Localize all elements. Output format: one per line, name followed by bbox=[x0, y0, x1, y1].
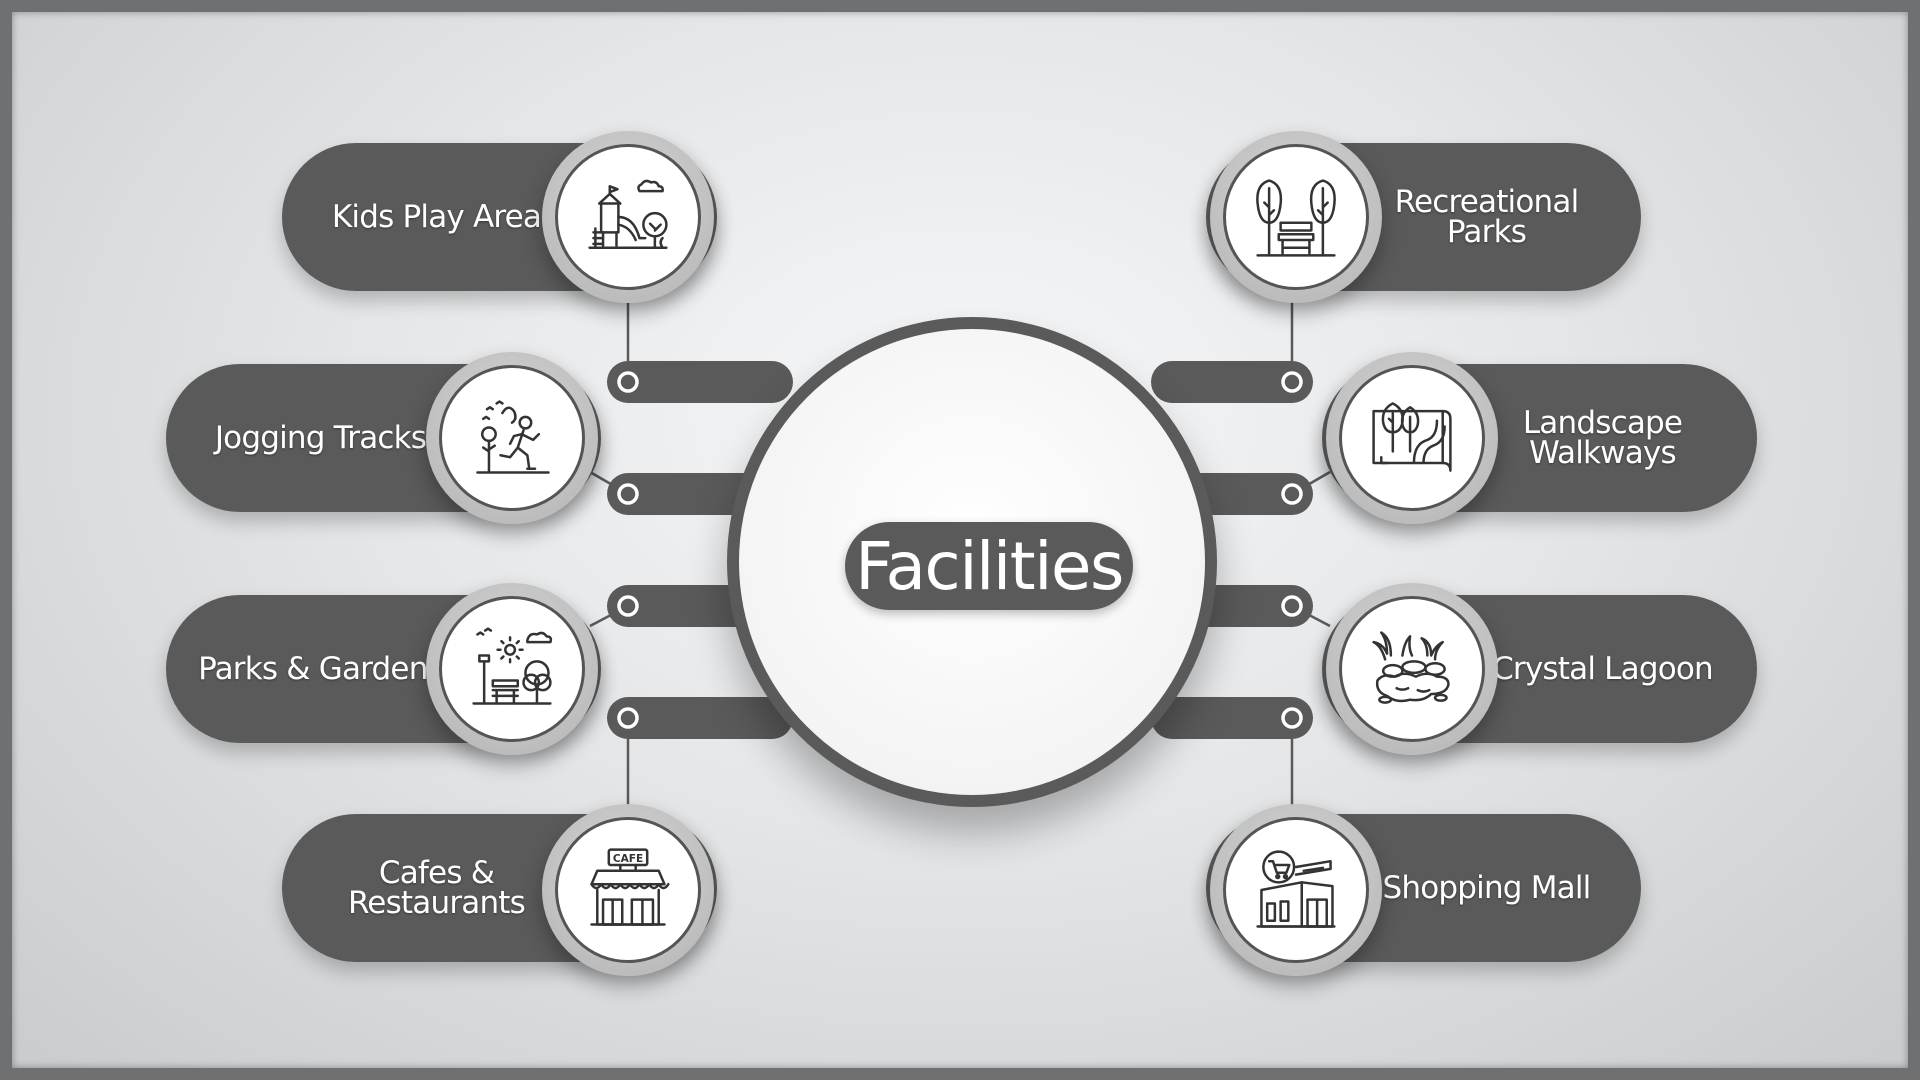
facility-label: Jogging Tracks bbox=[214, 420, 427, 456]
hub-title: Facilities bbox=[845, 522, 1133, 610]
facilities-hub: Facilities bbox=[727, 317, 1217, 807]
jogging-tracks-badge bbox=[426, 352, 598, 524]
landscape-walkways-badge bbox=[1326, 352, 1498, 524]
shopping-mall-badge bbox=[1210, 804, 1382, 976]
recreational-parks-badge bbox=[1210, 131, 1382, 303]
crystal-lagoon-badge bbox=[1326, 583, 1498, 755]
cafe-storefront-icon: CAFE bbox=[590, 848, 670, 926]
cafe-sign-text: CAFE bbox=[613, 853, 643, 865]
lagoon-icon bbox=[1372, 631, 1450, 704]
jogger-icon bbox=[476, 400, 550, 474]
landscape-map-icon bbox=[1372, 402, 1452, 472]
facility-label: Landscape Walkways bbox=[1522, 405, 1683, 471]
node-dot bbox=[1281, 483, 1303, 505]
facility-label: Kids Play Area bbox=[331, 199, 542, 235]
facility-label: Cafes & Restaurants bbox=[347, 855, 526, 921]
node-dot bbox=[1281, 595, 1303, 617]
node-dot bbox=[617, 371, 639, 393]
shopping-mall-icon bbox=[1256, 850, 1336, 928]
trees-bench-icon bbox=[1256, 179, 1336, 257]
facility-label: Parks & Gardens bbox=[198, 651, 444, 687]
kids-play-area-badge bbox=[542, 131, 714, 303]
node-dot bbox=[1281, 707, 1303, 729]
node-dot bbox=[617, 595, 639, 617]
facility-label: Crystal Lagoon bbox=[1492, 651, 1714, 687]
node-dot bbox=[617, 483, 639, 505]
parks-gardens-badge bbox=[426, 583, 598, 755]
facility-label: Shopping Mall bbox=[1382, 870, 1591, 906]
node-dot bbox=[1281, 371, 1303, 393]
hub-face: Facilities bbox=[739, 329, 1205, 795]
facility-label: Recreational Parks bbox=[1394, 184, 1580, 250]
slide: Kids Play Area Jogging Tracks Parks & Ga… bbox=[12, 12, 1908, 1068]
playground-icon bbox=[588, 179, 668, 249]
cafes-restaurants-badge: CAFE bbox=[542, 804, 714, 976]
facility-recreational-parks: Recreational Parks bbox=[1206, 143, 1641, 291]
node-dot bbox=[617, 707, 639, 729]
park-bench-icon bbox=[472, 627, 553, 705]
